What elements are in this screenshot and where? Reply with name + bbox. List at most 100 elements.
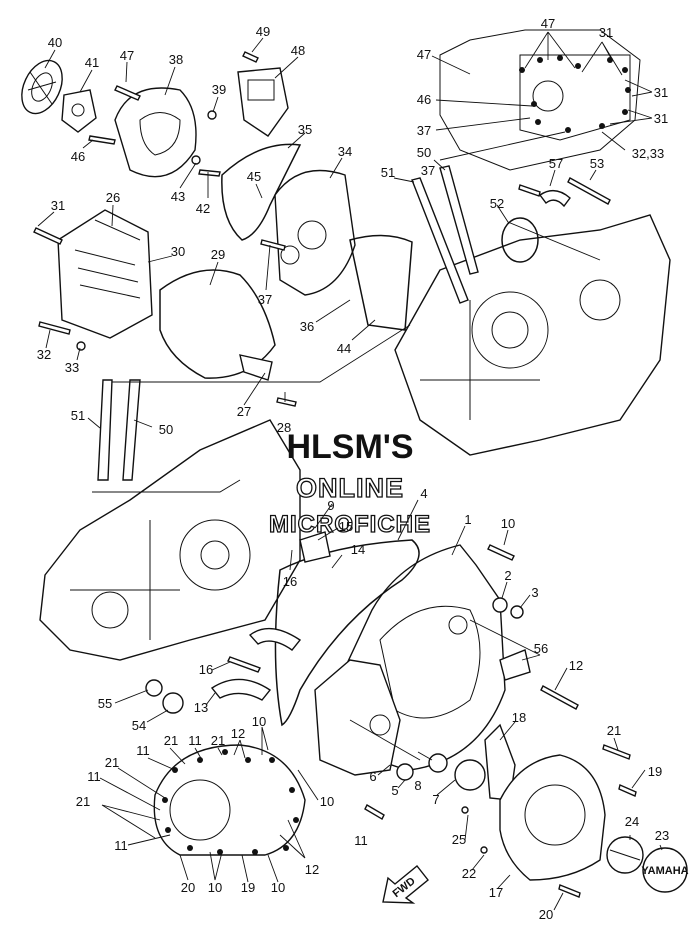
callout-3: 3 xyxy=(531,585,538,600)
callout-31: 31 xyxy=(51,198,65,213)
callout-37-inset-a: 37 xyxy=(417,123,431,138)
stator-assembly xyxy=(21,59,63,115)
callout-25: 25 xyxy=(452,832,466,847)
timing-plug xyxy=(606,836,644,874)
callout-12-bottom: 12 xyxy=(305,862,319,877)
callout-9: 9 xyxy=(327,498,334,513)
callout-29: 29 xyxy=(211,247,225,262)
callout-47-inset-left: 47 xyxy=(417,47,431,62)
callout-37-inset-b: 37 xyxy=(421,163,435,178)
callout-16-lower: 16 xyxy=(199,662,213,677)
callout-17: 17 xyxy=(489,885,503,900)
cylinder-head-cover xyxy=(274,169,356,296)
callout-32: 32 xyxy=(37,347,51,362)
watermark-line3: MICROFICHE xyxy=(269,511,431,538)
callout-27: 27 xyxy=(237,404,251,419)
callout-52: 52 xyxy=(490,196,504,211)
callout-34: 34 xyxy=(338,144,352,159)
clutch-cover xyxy=(314,659,401,776)
callout-46: 46 xyxy=(71,149,85,164)
callout-12-right: 12 xyxy=(569,658,583,673)
left-cover xyxy=(153,744,306,856)
callout-18: 18 xyxy=(512,710,526,725)
callout-40: 40 xyxy=(48,35,62,50)
callout-11-a: 11 xyxy=(136,743,150,758)
callout-15: 15 xyxy=(339,519,353,534)
watermark-line2: ONLINE xyxy=(296,473,404,503)
callout-labels: 40 41 47 3 8 49 48 39 46 43 4 2 45 35 34 4… xyxy=(37,16,669,922)
callout-51-lower: 51 xyxy=(71,408,85,423)
callout-47: 47 xyxy=(120,48,134,63)
callout-11-b: 11 xyxy=(188,733,202,748)
cover-cap: YAMAHA xyxy=(641,847,689,893)
callout-45: 45 xyxy=(247,169,261,184)
callout-4: 4 xyxy=(420,486,427,501)
callout-50-upper: 50 xyxy=(417,145,431,160)
watermark-line1: HLSM'S xyxy=(286,428,413,466)
callout-19-right: 19 xyxy=(648,764,662,779)
head-cover-gasket xyxy=(221,143,302,241)
bolts xyxy=(33,51,637,898)
callout-21-d: 21 xyxy=(607,723,621,738)
callout-20-right: 20 xyxy=(539,907,553,922)
callout-36: 36 xyxy=(300,319,314,334)
callout-49: 49 xyxy=(256,24,270,39)
oil-level-window xyxy=(428,753,486,791)
callout-8: 8 xyxy=(414,778,421,793)
callout-32-33-inset: 32,33 xyxy=(632,146,665,161)
callout-31-inset-right-b: 31 xyxy=(654,111,668,126)
left-crankcase xyxy=(39,419,301,661)
callout-11-c: 11 xyxy=(87,769,101,784)
callout-47-inset-top: 47 xyxy=(541,16,555,31)
callout-10-bottom-b: 10 xyxy=(271,880,285,895)
left-cylinder xyxy=(57,209,153,339)
callout-10-top: 10 xyxy=(501,516,515,531)
callout-1: 1 xyxy=(464,512,471,527)
callout-5: 5 xyxy=(391,783,398,798)
left-cover-bolt-dots xyxy=(162,749,299,855)
callout-43: 43 xyxy=(171,189,185,204)
leader-lines xyxy=(37,31,663,911)
callout-24: 24 xyxy=(625,814,639,829)
callout-44: 44 xyxy=(337,341,351,356)
callout-7: 7 xyxy=(432,792,439,807)
callout-41: 41 xyxy=(85,55,99,70)
callout-20-left: 20 xyxy=(181,880,195,895)
callout-30: 30 xyxy=(171,244,185,259)
callout-16-upper: 16 xyxy=(283,574,297,589)
pushrods-lower xyxy=(97,379,141,481)
assembly-lines xyxy=(92,324,541,761)
callout-56: 56 xyxy=(534,641,548,656)
callout-26: 26 xyxy=(106,190,120,205)
callout-21-a: 21 xyxy=(105,755,119,770)
callout-35: 35 xyxy=(298,122,312,137)
nuts-washers xyxy=(76,110,524,854)
cover-gasket-upper xyxy=(349,234,413,331)
callout-11-e: 11 xyxy=(114,838,128,853)
callout-23: 23 xyxy=(655,828,669,843)
cylinder-gasket xyxy=(159,269,276,379)
forward-arrow: FWD xyxy=(382,865,429,904)
callout-53: 53 xyxy=(590,156,604,171)
callout-39: 39 xyxy=(212,82,226,97)
pickup-coil xyxy=(61,89,97,133)
callout-51-upper: 51 xyxy=(381,165,395,180)
callout-46-inset: 46 xyxy=(417,92,431,107)
callout-50-lower: 50 xyxy=(159,422,173,437)
callout-2: 2 xyxy=(504,568,511,583)
callout-55: 55 xyxy=(98,696,112,711)
crankcase-detail-inset xyxy=(439,29,641,171)
callout-10-mid: 10 xyxy=(252,714,266,729)
cover-gasket-lower xyxy=(274,539,420,727)
callout-48: 48 xyxy=(291,43,305,58)
callout-10-bottom-a: 10 xyxy=(208,880,222,895)
o-ring xyxy=(501,217,539,263)
callout-21-e: 21 xyxy=(76,794,90,809)
callout-31-inset-right-a: 31 xyxy=(654,85,668,100)
callout-57: 57 xyxy=(549,156,563,171)
generator-cover xyxy=(114,87,197,178)
callout-10-right: 10 xyxy=(320,794,334,809)
callout-28: 28 xyxy=(277,420,291,435)
